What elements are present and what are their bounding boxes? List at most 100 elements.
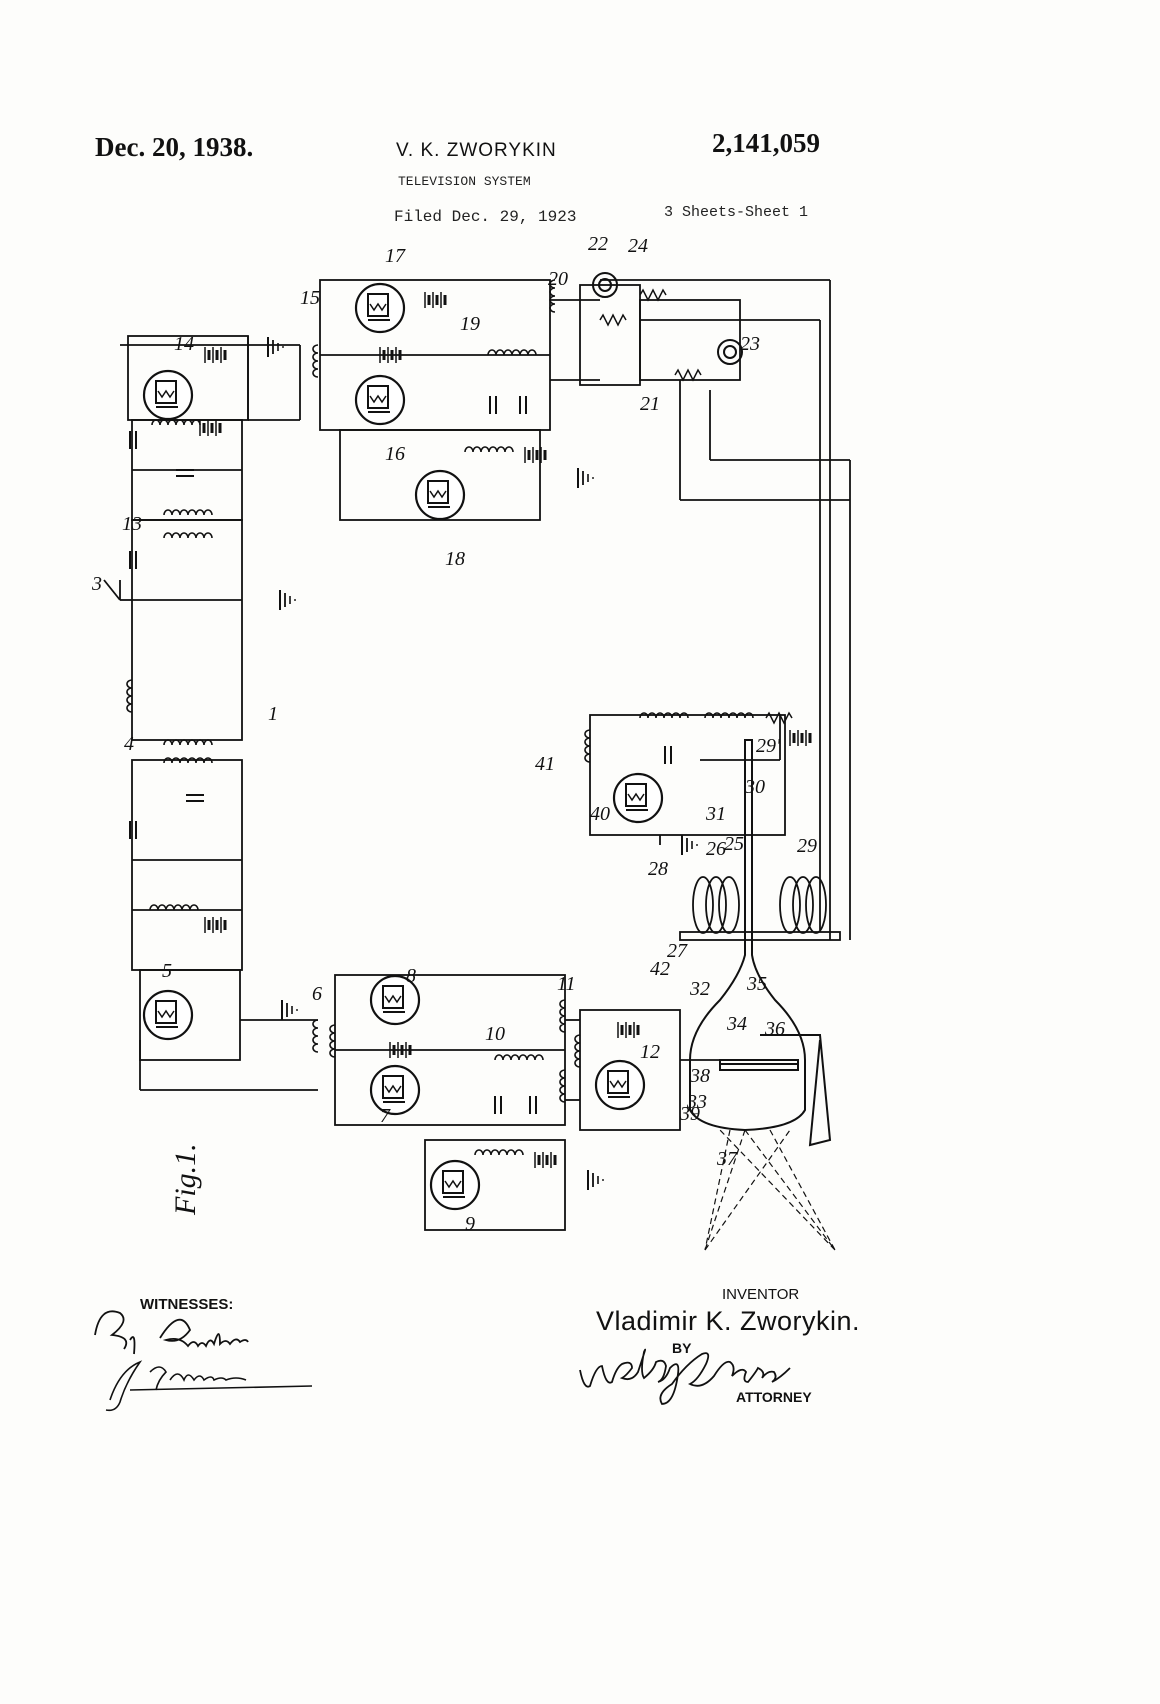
coil-icon <box>474 1149 524 1156</box>
numeral-label: 30 <box>744 776 765 798</box>
numeral-label: 9 <box>465 1213 475 1235</box>
numeral-label: 32 <box>689 978 710 1000</box>
battery-icon <box>198 418 222 438</box>
attorney-signature <box>579 1348 791 1405</box>
numeral-label: 34 <box>726 1013 747 1035</box>
numeral-label: 19 <box>460 313 480 335</box>
ground-icon <box>267 336 284 358</box>
vacuum-tube-icon <box>354 374 406 426</box>
battery-icon <box>616 1020 640 1040</box>
coil-icon <box>464 446 514 453</box>
filing-date: Filed Dec. 29, 1923 <box>394 208 577 226</box>
witness-signature-2 <box>105 1360 313 1412</box>
coil-icon <box>639 712 689 719</box>
vacuum-tube-icon <box>142 369 194 421</box>
numeral-label: 37 <box>716 1148 738 1170</box>
capacitor-icon <box>664 745 672 765</box>
numeral-label: 27 <box>667 940 688 962</box>
numeral-label: 15 <box>300 287 320 309</box>
coil-icon <box>163 509 213 516</box>
capacitor-icon <box>494 1095 502 1115</box>
resistor-icon <box>674 369 702 381</box>
coil-icon <box>494 1054 544 1061</box>
resistor-icon <box>765 712 793 724</box>
inventor-label: INVENTOR <box>722 1286 800 1303</box>
numeral-label: 4 <box>124 733 134 755</box>
numeral-label: 26 <box>706 838 726 860</box>
coil-icon <box>312 344 319 378</box>
vacuum-tube-icon <box>612 772 664 824</box>
capacitor-icon <box>129 820 137 840</box>
vacuum-tube-icon <box>594 1059 646 1111</box>
numeral-label: 29 <box>797 835 817 857</box>
coil-icon <box>163 757 213 764</box>
coil-icon <box>312 1019 319 1053</box>
vacuum-tube-icon <box>429 1159 481 1211</box>
capacitor-icon <box>129 430 137 450</box>
capacitor-icon <box>175 469 195 477</box>
numeral-label: 23 <box>740 333 760 355</box>
capacitor-icon <box>489 395 497 415</box>
capacitor-icon <box>529 1095 537 1115</box>
numeral-label: 42 <box>650 958 670 980</box>
ground-icon <box>279 589 296 611</box>
coil-icon <box>149 904 199 911</box>
capacitor-icon <box>519 395 527 415</box>
numeral-label: 21 <box>640 393 660 415</box>
numeral-label: 28 <box>648 858 668 880</box>
numeral-label: 36 <box>764 1018 785 1040</box>
numeral-label: 12 <box>640 1041 660 1063</box>
numeral-label: 35 <box>746 973 767 995</box>
antenna-arm-1 <box>103 579 121 601</box>
attorney-label: ATTORNEY <box>736 1389 812 1405</box>
numeral-label: 33 <box>686 1091 707 1113</box>
capacitor-icon <box>185 794 205 802</box>
numeral-label: 38 <box>689 1065 710 1087</box>
projection-rays <box>704 1129 836 1251</box>
ground-icon <box>281 999 298 1021</box>
inventor-full-name: Vladimir K. Zworykin. <box>596 1306 861 1336</box>
numeral-label: 7 <box>380 1105 391 1127</box>
patent-date: Dec. 20, 1938. <box>95 132 254 162</box>
witness-signature-1 <box>94 1310 249 1355</box>
coil-icon <box>487 349 537 356</box>
numeral-label: 22 <box>588 233 608 255</box>
vacuum-tube-icon <box>354 282 406 334</box>
sheet-count: 3 Sheets-Sheet 1 <box>664 204 809 221</box>
numeral-label: 10 <box>485 1023 505 1045</box>
numeral-label: 13 <box>122 513 142 535</box>
numeral-label: 39 <box>679 1103 700 1125</box>
numeral-label: 20 <box>548 268 568 290</box>
numeral-label: 5 <box>162 960 172 982</box>
numeral-label: 1 <box>268 703 278 725</box>
cathode-ray-tube <box>689 739 832 1147</box>
ground-icon <box>681 834 698 856</box>
vacuum-tube-icon <box>142 989 194 1041</box>
deflection-coils <box>679 876 841 941</box>
battery-icon <box>533 1150 557 1170</box>
numeral-label: 3 <box>91 573 102 595</box>
coil-icon <box>704 712 754 719</box>
inventor-name-header: V. K. ZWORYKIN <box>396 140 557 161</box>
battery-icon <box>203 915 227 935</box>
numeral-label: 16 <box>385 443 405 465</box>
figure-label: Fig.1. <box>169 1143 202 1216</box>
battery-icon <box>523 445 547 465</box>
numeral-label: 11 <box>557 973 576 995</box>
resistor-icon <box>599 314 627 326</box>
numeral-label: 8 <box>406 965 416 987</box>
ground-icon <box>577 467 594 489</box>
patent-number: 2,141,059 <box>712 128 820 158</box>
numeral-label: 17 <box>385 245 406 267</box>
rotating-element-icon <box>592 272 618 298</box>
rotating-element-icon <box>717 339 743 365</box>
numeral-label: 31 <box>705 803 726 825</box>
numeral-label: 40 <box>590 803 610 825</box>
numeral-label: 24 <box>628 235 648 257</box>
numeral-label: 18 <box>445 548 465 570</box>
battery-icon <box>203 345 227 365</box>
numeral-label: 25 <box>724 833 744 855</box>
numeral-label: 6 <box>312 983 322 1005</box>
